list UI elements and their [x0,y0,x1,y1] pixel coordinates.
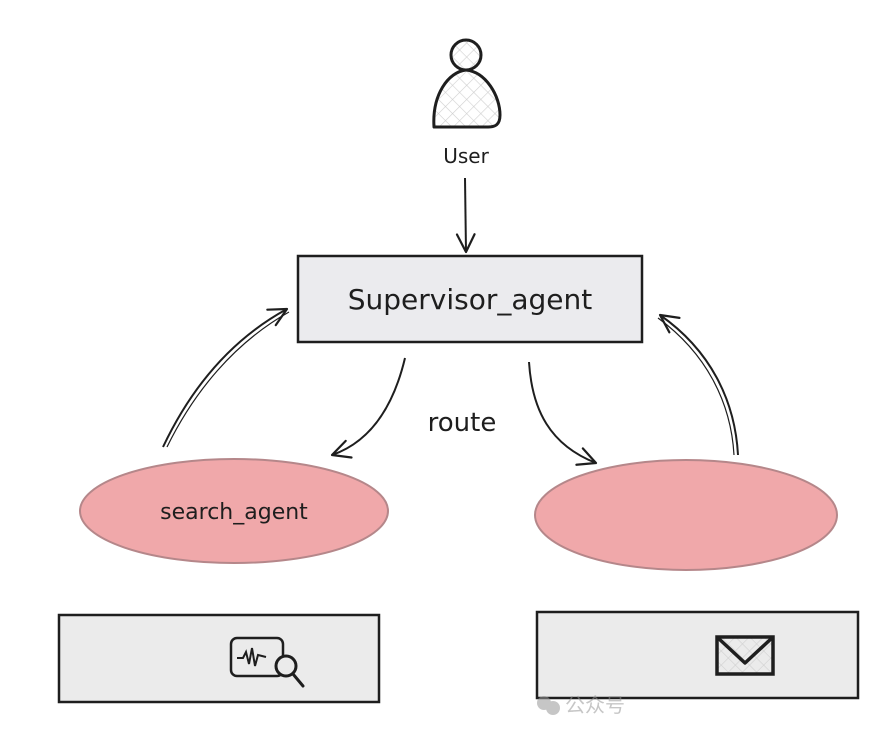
route-arrow-to-search [330,357,406,459]
user-label: User [443,144,489,168]
watermark-text: 公众号 [565,693,625,717]
user-icon [432,38,502,129]
supervisor-node[interactable]: Supervisor_agent [296,254,644,344]
return-arrow-from-search [162,307,289,448]
email-tool-box[interactable] [535,610,860,700]
route-label: route [428,408,497,438]
return-arrow-from-second-agent [658,313,739,456]
search-chart-icon [229,636,305,688]
watermark: 公众号 [537,693,625,717]
search-agent-node[interactable]: search_agent [79,458,389,564]
user-to-supervisor-arrow [455,177,476,254]
search-agent-label: search_agent [160,500,308,525]
envelope-icon [715,635,775,676]
supervisor-label: Supervisor_agent [348,283,593,316]
route-arrow-to-second-agent [528,361,598,466]
second-agent-node[interactable] [534,459,838,571]
search-tool-box[interactable] [57,613,381,704]
